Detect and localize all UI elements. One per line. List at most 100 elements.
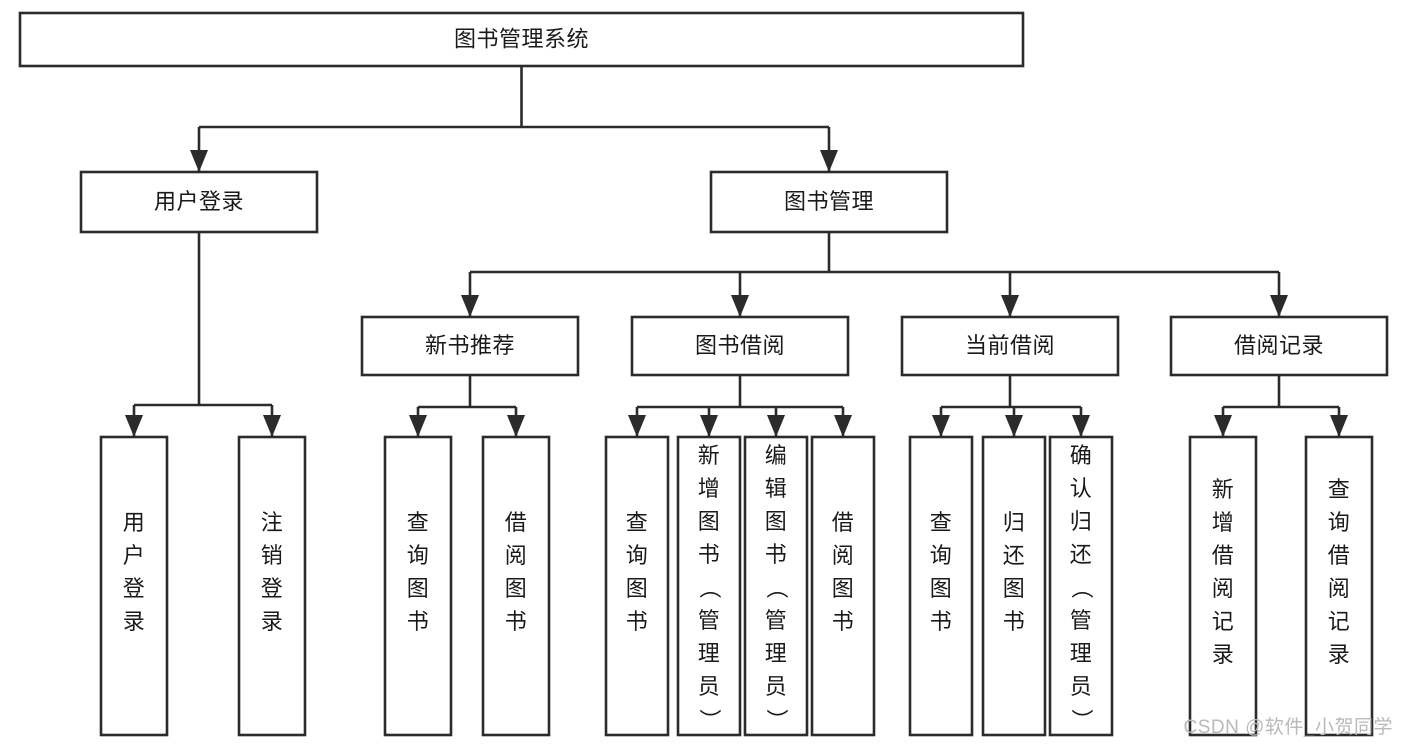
node-label-char: 记 <box>1212 609 1235 634</box>
connector-group-records <box>1214 375 1348 437</box>
node-label-char: 销 <box>261 543 284 568</box>
connector-arrowhead <box>628 415 646 437</box>
node-label-char: 图 <box>698 509 721 534</box>
node-label-char: 借 <box>832 510 855 535</box>
node-label: 当前借阅 <box>965 333 1055 358</box>
node-label-char: 书 <box>505 609 528 634</box>
connector-arrowhead <box>1214 415 1232 437</box>
tree-node-records[interactable]: 借阅记录 <box>1169 315 1389 377</box>
node-label-char: 查 <box>930 510 953 535</box>
node-label-char: 增 <box>1212 510 1235 535</box>
node-label-char: 书 <box>698 542 721 567</box>
connector-group-newbook <box>409 375 525 437</box>
node-box <box>604 435 670 737</box>
node-label-char: 图 <box>832 576 855 601</box>
node-label-char: 编 <box>765 443 788 468</box>
node-label-char: 借 <box>1328 543 1351 568</box>
node-label-char: 增 <box>698 476 721 501</box>
node-box <box>18 11 1025 68</box>
tree-node-newbook[interactable]: 新书推荐 <box>360 315 580 377</box>
tree-node-root[interactable]: 图书管理系统 <box>18 11 1025 68</box>
connector-arrowhead <box>125 415 143 437</box>
node-label: 图书管理系统 <box>454 26 589 51</box>
node-label-char: 确 <box>1070 443 1093 468</box>
node-box <box>981 435 1047 737</box>
node-label-char: 用 <box>123 510 146 535</box>
node-box <box>237 435 307 737</box>
node-label-char: 图 <box>765 509 788 534</box>
node-label-char: 书 <box>930 609 953 634</box>
connector-arrowhead <box>1330 415 1348 437</box>
node-box <box>383 435 453 737</box>
node-label-char: 录 <box>1212 642 1235 667</box>
tree-node-bookmgmt[interactable]: 图书管理 <box>709 170 949 234</box>
node-box <box>676 435 742 737</box>
node-label-char: 新 <box>698 443 721 468</box>
connector-arrowhead <box>1001 295 1019 317</box>
node-label-char: 归 <box>1003 510 1026 535</box>
connector-arrowhead <box>767 415 785 437</box>
node-label-char: 书 <box>832 609 855 634</box>
node-label-char: 询 <box>626 543 649 568</box>
node-box <box>1048 435 1114 737</box>
tree-node-current[interactable]: 当前借阅 <box>900 315 1120 377</box>
node-label-char: 图 <box>505 576 528 601</box>
connector-arrowhead <box>507 415 525 437</box>
node-label-char: 书 <box>626 609 649 634</box>
tree-node-leaf-1[interactable]: 用户登录 <box>99 435 169 737</box>
node-label-char: 理 <box>698 641 721 666</box>
node-label-char: 新 <box>1212 477 1235 502</box>
tree-node-login[interactable]: 用户登录 <box>79 170 319 234</box>
node-label-char: 书 <box>765 542 788 567</box>
node-label-char: （ <box>764 577 789 600</box>
connector-group-borrow <box>628 375 852 437</box>
node-box <box>99 435 169 737</box>
node-label-char: 询 <box>930 543 953 568</box>
node-label-char: 录 <box>261 609 284 634</box>
connector-group-root <box>190 66 838 172</box>
connector-arrowhead <box>190 150 208 172</box>
node-label-char: 阅 <box>832 543 855 568</box>
node-box <box>709 170 949 234</box>
node-label-char: 还 <box>1003 543 1026 568</box>
node-label-char: 登 <box>123 576 146 601</box>
node-label-char: 录 <box>123 609 146 634</box>
connector-arrowhead <box>1072 415 1090 437</box>
connector-arrowhead <box>409 415 427 437</box>
node-label-char: 管 <box>698 608 721 633</box>
node-label-char: 阅 <box>1212 576 1235 601</box>
node-label-char: 认 <box>1070 476 1093 501</box>
connector-arrowhead <box>700 415 718 437</box>
node-box <box>360 315 580 377</box>
node-label: 图书借阅 <box>695 333 785 358</box>
connector-group-login <box>125 232 281 437</box>
node-box <box>79 170 319 234</box>
node-label-char: 借 <box>1212 543 1235 568</box>
node-label-char: 归 <box>1070 509 1093 534</box>
node-box <box>1188 435 1258 737</box>
node-box <box>1304 435 1374 737</box>
node-label-char: 理 <box>765 641 788 666</box>
node-label-char: 记 <box>1328 609 1351 634</box>
node-label-char: 登 <box>261 576 284 601</box>
tree-node-borrow[interactable]: 图书借阅 <box>630 315 850 377</box>
node-label-char: （ <box>1069 577 1094 600</box>
node-box <box>630 315 850 377</box>
node-label: 借阅记录 <box>1234 333 1324 358</box>
node-box <box>810 435 876 737</box>
nodes-layer: 图书管理系统用户登录图书管理新书推荐图书借阅当前借阅借阅记录用户登录注销登录查询… <box>18 11 1389 737</box>
connector-arrowhead <box>731 295 749 317</box>
